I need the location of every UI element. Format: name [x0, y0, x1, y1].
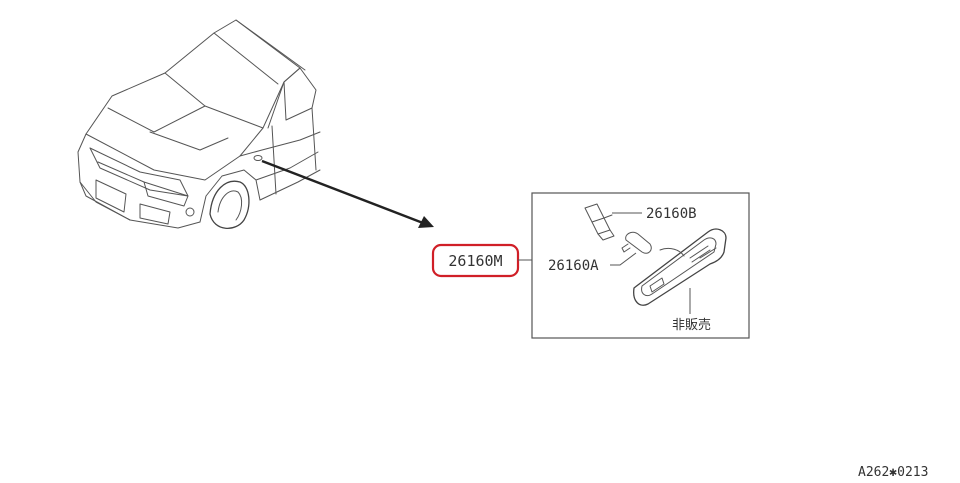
- figure-code: A262✱0213: [858, 465, 928, 479]
- side-marker-lens-drawing: [633, 228, 727, 306]
- part-26160A-label[interactable]: 26160A: [548, 258, 599, 274]
- pointer-arrow: [261, 159, 434, 228]
- not-sold-note: 非販売: [672, 317, 711, 333]
- part-26160M-label: 26160M: [448, 252, 502, 270]
- car-illustration: [77, 19, 321, 229]
- part-26160B-label[interactable]: 26160B: [646, 206, 697, 222]
- parts-box: [531, 192, 750, 339]
- part-26160M-callout[interactable]: 26160M: [431, 243, 520, 278]
- bulb-socket-drawing: [584, 203, 615, 241]
- bulb-drawing: [621, 231, 652, 254]
